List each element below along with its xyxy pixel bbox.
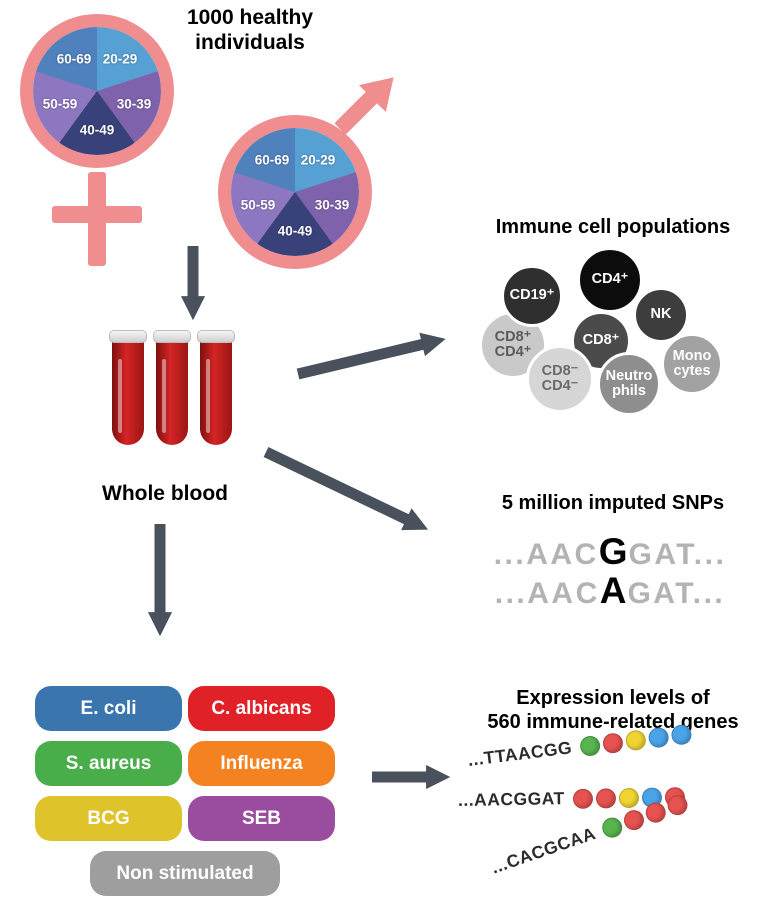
stimulus-seb: SEB xyxy=(188,796,335,841)
arrow-blood-to-snps xyxy=(263,447,429,531)
age-label-20-29: 20-29 xyxy=(102,51,138,67)
tube-cap xyxy=(197,330,235,343)
stimulus-non-stimulated: Non stimulated xyxy=(90,851,280,896)
cell-label: CD4⁺ xyxy=(591,271,629,288)
gene-sequence: ...CACGCAA xyxy=(488,823,599,878)
cell-label: NK xyxy=(650,306,672,323)
age-label-60-69: 60-69 xyxy=(56,51,92,67)
age-label-40-49: 40-49 xyxy=(277,223,313,239)
snp-variant-allele: G xyxy=(598,531,629,572)
gene-sequence: ...TTAACGG xyxy=(466,737,574,770)
female-circle: 20-29 30-39 40-49 50-59 60-69 xyxy=(20,14,174,168)
cell-label: CD8⁻ CD4⁻ xyxy=(541,362,579,394)
cell-label: CD8⁺ xyxy=(582,332,620,349)
age-label-50-59: 50-59 xyxy=(240,197,276,213)
tube-cap xyxy=(153,330,191,343)
stimuli-panel: E. coli C. albicans S. aureus Influenza … xyxy=(28,680,348,910)
cell-cd19: CD19⁺ xyxy=(501,265,563,327)
expression-bead xyxy=(664,791,691,818)
cell-neutrophils: Neutro phils xyxy=(597,352,661,416)
stimulus-influenza: Influenza xyxy=(188,741,335,786)
blood-tubes xyxy=(109,330,236,455)
expression-bead xyxy=(642,799,669,825)
age-label-40-49: 40-49 xyxy=(79,122,115,138)
snp-suffix: GAT... xyxy=(628,538,727,571)
age-label-60-69: 60-69 xyxy=(254,152,290,168)
expression-bead xyxy=(595,787,616,809)
stimulus-label: Influenza xyxy=(220,752,303,774)
gene-sequence: ...AACGGAT xyxy=(457,788,565,810)
stimulus-c-albicans: C. albicans xyxy=(188,686,335,731)
blood-tube xyxy=(153,330,191,448)
expression-bead xyxy=(601,731,624,754)
tube-shine xyxy=(162,359,166,433)
female-symbol: 20-29 30-39 40-49 50-59 60-69 xyxy=(20,14,195,274)
snp-prefix: ...AAC xyxy=(494,577,600,610)
expression-bead xyxy=(572,788,593,809)
expression-title: Expression levels of 560 immune-related … xyxy=(487,687,739,733)
arrow-blood-to-cells xyxy=(296,332,446,380)
stimulus-label: BCG xyxy=(87,807,130,829)
snp-prefix: ...AAC xyxy=(493,538,599,571)
male-symbol: 20-29 30-39 40-49 50-59 60-69 xyxy=(218,63,418,275)
expression-bead xyxy=(618,787,639,808)
stimulus-label: SEB xyxy=(241,807,282,829)
stimulus-label: Non stimulated xyxy=(116,862,254,884)
cell-cd8neg-cd4neg: CD8⁻ CD4⁻ xyxy=(526,345,594,413)
age-label-50-59: 50-59 xyxy=(42,96,78,112)
stimulus-label: C. albicans xyxy=(211,697,312,719)
cohort-title: 1000 healthy individuals xyxy=(186,6,314,54)
stimulus-s-aureus: S. aureus xyxy=(35,741,182,786)
tube-shine xyxy=(118,359,122,433)
cell-label: CD19⁺ xyxy=(509,287,555,304)
female-cross-horizontal xyxy=(52,206,142,223)
expression-bead xyxy=(670,723,693,746)
whole-blood-label: Whole blood xyxy=(102,482,228,505)
tube-cap xyxy=(109,330,147,343)
blood-tube xyxy=(109,330,147,448)
expression-bead xyxy=(621,806,647,833)
snps-title: 5 million imputed SNPs xyxy=(501,492,725,514)
expression-bead xyxy=(647,725,670,749)
stimulus-bcg: BCG xyxy=(35,796,182,841)
stimulus-label: S. aureus xyxy=(65,752,152,774)
snp-sequence-1: ...AACGGAT... xyxy=(460,532,760,571)
snp-sequences: ...AACGGAT... ...AACAGAT... xyxy=(460,532,760,610)
male-circle: 20-29 30-39 40-49 50-59 60-69 xyxy=(218,115,372,269)
cell-nk: NK xyxy=(633,287,689,343)
stimulus-e-coli: E. coli xyxy=(35,686,182,731)
tube-shine xyxy=(206,359,210,433)
tube-body xyxy=(156,341,188,445)
cell-monocytes: Mono cytes xyxy=(661,333,723,395)
snp-variant-allele: A xyxy=(599,570,628,611)
immune-cells-title: Immune cell populations xyxy=(495,216,731,238)
expression-bead xyxy=(578,734,602,757)
cell-label: CD8⁺ CD4⁺ xyxy=(494,328,532,360)
male-age-pie: 20-29 30-39 40-49 50-59 60-69 xyxy=(231,128,359,256)
stimulus-label: E. coli xyxy=(80,697,137,719)
tube-body xyxy=(200,341,232,445)
tube-body xyxy=(112,341,144,445)
age-label-20-29: 20-29 xyxy=(300,152,336,168)
cell-cd4: CD4⁺ xyxy=(577,247,643,313)
snp-sequence-2: ...AACAGAT... xyxy=(460,571,760,610)
expression-bead xyxy=(624,728,647,752)
age-label-30-39: 30-39 xyxy=(314,197,350,213)
cell-label: Mono cytes xyxy=(672,347,712,379)
immune-cells-cluster: CD8⁺ CD4⁺ CD19⁺ Mono cytes NK CD4⁺ CD8⁺ … xyxy=(460,240,771,430)
age-label-30-39: 30-39 xyxy=(116,96,152,112)
blood-tube xyxy=(197,330,235,448)
female-age-pie: 20-29 30-39 40-49 50-59 60-69 xyxy=(33,27,161,155)
expression-bead xyxy=(599,814,625,840)
cell-label: Neutro phils xyxy=(605,367,653,399)
snp-suffix: GAT... xyxy=(627,577,726,610)
